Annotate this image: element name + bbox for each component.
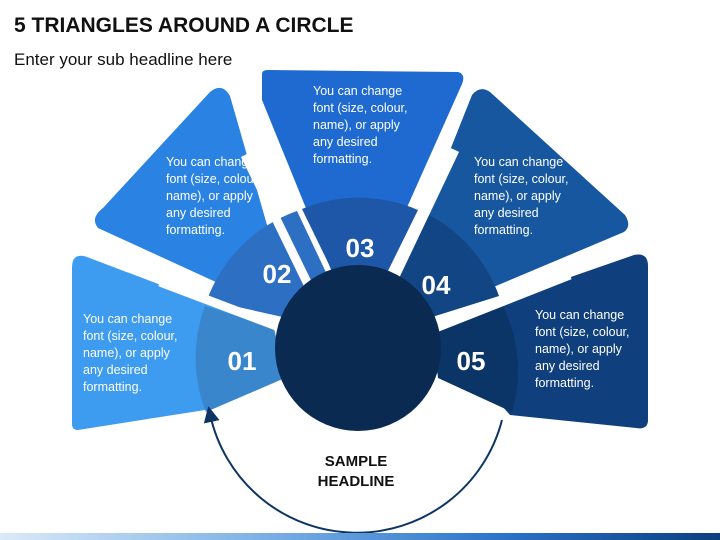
segment-text-line: name), or apply: [166, 189, 254, 203]
segment-text-line: formatting.: [535, 376, 594, 390]
segment-text-line: You can change: [83, 312, 172, 326]
segment-text-line: any desired: [83, 363, 148, 377]
page-subtitle: Enter your sub headline here: [14, 50, 233, 69]
cycle-arrow: [203, 406, 503, 534]
segment-number-02: 02: [263, 259, 292, 289]
segment-text-line: formatting.: [83, 380, 142, 394]
segment-text-line: name), or apply: [313, 118, 401, 132]
segment-text-line: formatting.: [166, 223, 225, 237]
segment-number-03: 03: [346, 233, 375, 263]
segment-text-line: name), or apply: [83, 346, 171, 360]
segment-text-line: any desired: [535, 359, 600, 373]
segment-text-line: You can change: [474, 155, 563, 169]
sample-headline-line2: HEADLINE: [318, 473, 395, 490]
segment-number-05: 05: [457, 346, 486, 376]
segment-text-line: font (size, colour,: [166, 172, 261, 186]
sample-headline-line1: SAMPLE: [325, 453, 388, 470]
segment-text-03: You can change font (size, colour, name)…: [313, 84, 408, 166]
segment-text-line: name), or apply: [474, 189, 562, 203]
segment-text-05: You can change font (size, colour, name)…: [535, 308, 630, 390]
segment-text-01: You can change font (size, colour, name)…: [83, 312, 178, 394]
segment-text-line: font (size, colour,: [313, 101, 408, 115]
segment-text-line: You can change: [313, 84, 402, 98]
core-circle: [275, 265, 441, 431]
bottom-accent-bar: [0, 533, 720, 540]
segment-text-line: You can change: [535, 308, 624, 322]
segment-text-04: You can change font (size, colour, name)…: [474, 155, 569, 237]
segment-text-line: font (size, colour,: [474, 172, 569, 186]
segment-text-line: font (size, colour,: [535, 325, 630, 339]
segment-text-line: formatting.: [474, 223, 533, 237]
triangle-03: [262, 70, 464, 282]
segment-text-line: any desired: [313, 135, 378, 149]
page-title: 5 TRIANGLES AROUND A CIRCLE: [14, 14, 354, 37]
segment-text-line: any desired: [166, 206, 231, 220]
segment-number-04: 04: [422, 270, 451, 300]
ring-segment-03: [302, 197, 418, 281]
ring-segment-05: [432, 302, 518, 412]
segment-text-line: name), or apply: [535, 342, 623, 356]
segment-number-01: 01: [228, 346, 257, 376]
segment-text-line: formatting.: [313, 152, 372, 166]
segment-text-line: You can change: [166, 155, 255, 169]
segment-text-line: font (size, colour,: [83, 329, 178, 343]
ring-segment-01: [195, 306, 285, 412]
segment-text-line: any desired: [474, 206, 539, 220]
segment-text-02: You can change font (size, colour, name)…: [166, 155, 261, 237]
